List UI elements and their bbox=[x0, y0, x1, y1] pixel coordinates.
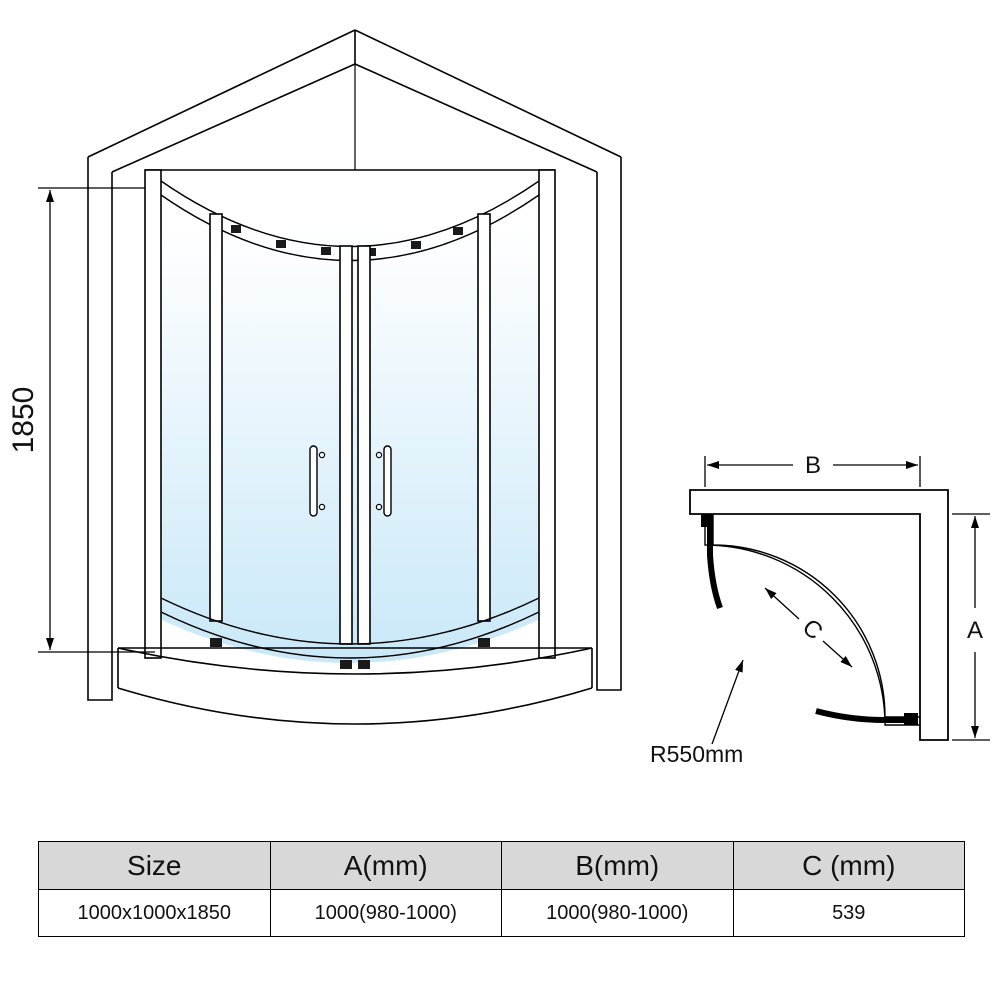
bottom-track bbox=[160, 597, 540, 659]
col-header-b: B(mm) bbox=[501, 841, 734, 890]
height-dimension: 1850 bbox=[7, 187, 155, 653]
table-row: 1000x1000x1850 1000(980-1000) 1000(980-1… bbox=[38, 889, 965, 937]
front-view: 1850 bbox=[7, 29, 622, 725]
dimension-b-label: B bbox=[805, 452, 821, 479]
cell-size-value: 1000x1000x1850 bbox=[38, 889, 271, 937]
plan-doors bbox=[707, 519, 904, 723]
stile-door-left bbox=[339, 245, 353, 645]
plan-tray bbox=[704, 514, 920, 726]
radius-label: R550mm bbox=[650, 741, 743, 767]
frame-stile-right bbox=[538, 169, 556, 659]
cell-a-value: 1000(980-1000) bbox=[269, 889, 502, 937]
door-stiles bbox=[209, 213, 491, 645]
handle-left bbox=[309, 445, 326, 517]
col-header-a: A(mm) bbox=[269, 841, 502, 890]
radius-callout: R550mm bbox=[650, 659, 744, 767]
stile-right-divider bbox=[477, 213, 491, 622]
plan-walls bbox=[689, 489, 949, 741]
dimension-a-label: A bbox=[967, 617, 983, 644]
stile-door-right bbox=[357, 245, 371, 645]
bottom-track-rollers bbox=[210, 638, 490, 669]
frame-stile-left bbox=[144, 169, 162, 659]
cell-c-value: 539 bbox=[732, 889, 965, 937]
plan-door-bottom bbox=[815, 708, 904, 723]
cell-b-value: 1000(980-1000) bbox=[501, 889, 734, 937]
handle-right bbox=[375, 445, 392, 517]
dimension-c-label: C bbox=[797, 614, 828, 646]
col-header-size: Size bbox=[38, 841, 271, 890]
col-header-c: C (mm) bbox=[732, 841, 965, 890]
plan-view: B A C R550mm bbox=[650, 452, 990, 767]
shower-tray bbox=[117, 647, 593, 725]
dimension-table: Size A(mm) B(mm) C (mm) 1000x1000x1850 1… bbox=[38, 841, 965, 937]
table-header-row: Size A(mm) B(mm) C (mm) bbox=[38, 841, 965, 890]
top-track-rollers bbox=[231, 225, 463, 256]
door-handles bbox=[309, 445, 392, 517]
height-dimension-label: 1850 bbox=[7, 387, 40, 454]
dimension-a: A bbox=[952, 513, 990, 741]
enclosure-frame bbox=[144, 169, 556, 669]
plan-door-left bbox=[707, 519, 723, 610]
dimension-b: B bbox=[704, 452, 921, 487]
wall-profile-bottom bbox=[904, 713, 918, 725]
stile-left-divider bbox=[209, 213, 223, 622]
